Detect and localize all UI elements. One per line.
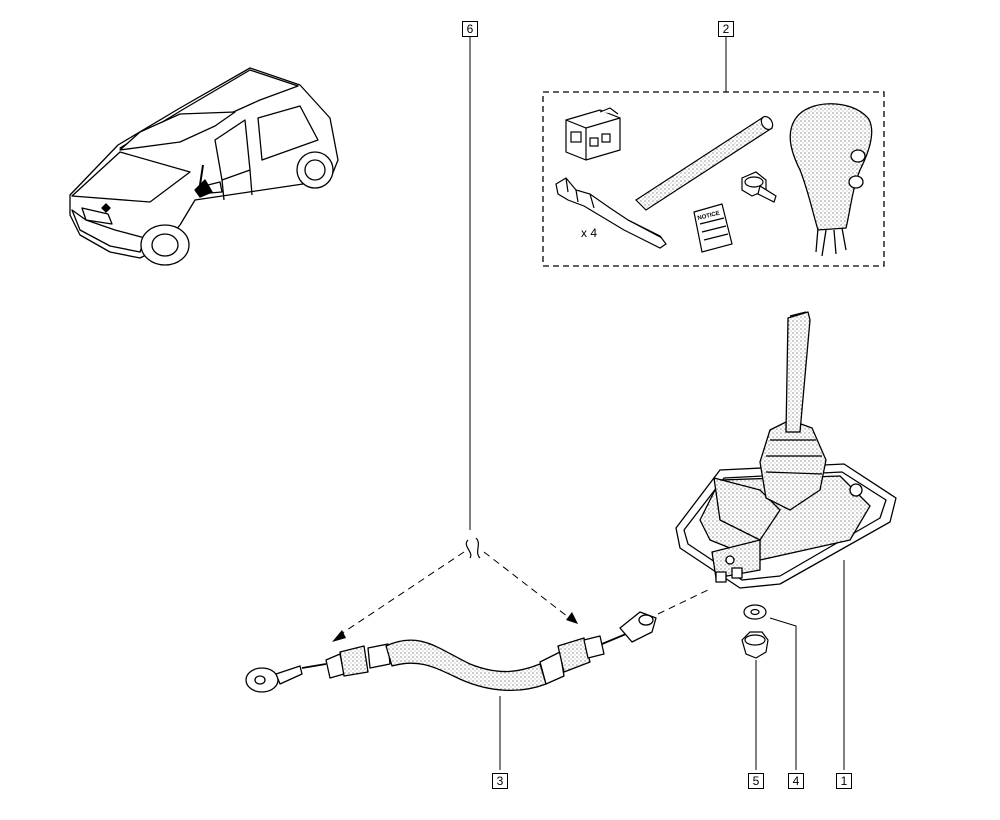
notice-text: NOTICE [697, 211, 720, 222]
connector-block [565, 107, 621, 161]
control-cable [245, 611, 657, 693]
retaining-clip [465, 537, 481, 559]
instruction-booklet [693, 203, 733, 253]
gear-knob [789, 103, 873, 257]
accessory-kit-frame [542, 91, 885, 267]
assembly-arrows [337, 551, 713, 637]
callout-3: 3 [492, 773, 508, 789]
terminal-pin [555, 177, 667, 249]
arrow-heads [332, 612, 578, 642]
car-illustration [69, 67, 339, 266]
callout-4: 4 [788, 773, 804, 789]
nut [741, 631, 769, 659]
callout-5: 5 [748, 773, 764, 789]
gear-shifter-assembly [675, 311, 897, 589]
insulating-sleeve [635, 115, 774, 211]
leader-lines [469, 37, 845, 770]
callout-6: 6 [462, 21, 478, 37]
callout-2: 2 [718, 21, 734, 37]
quantity-label: x 4 [581, 226, 597, 240]
washer [743, 604, 767, 620]
callout-1: 1 [836, 773, 852, 789]
bolt [741, 171, 777, 203]
